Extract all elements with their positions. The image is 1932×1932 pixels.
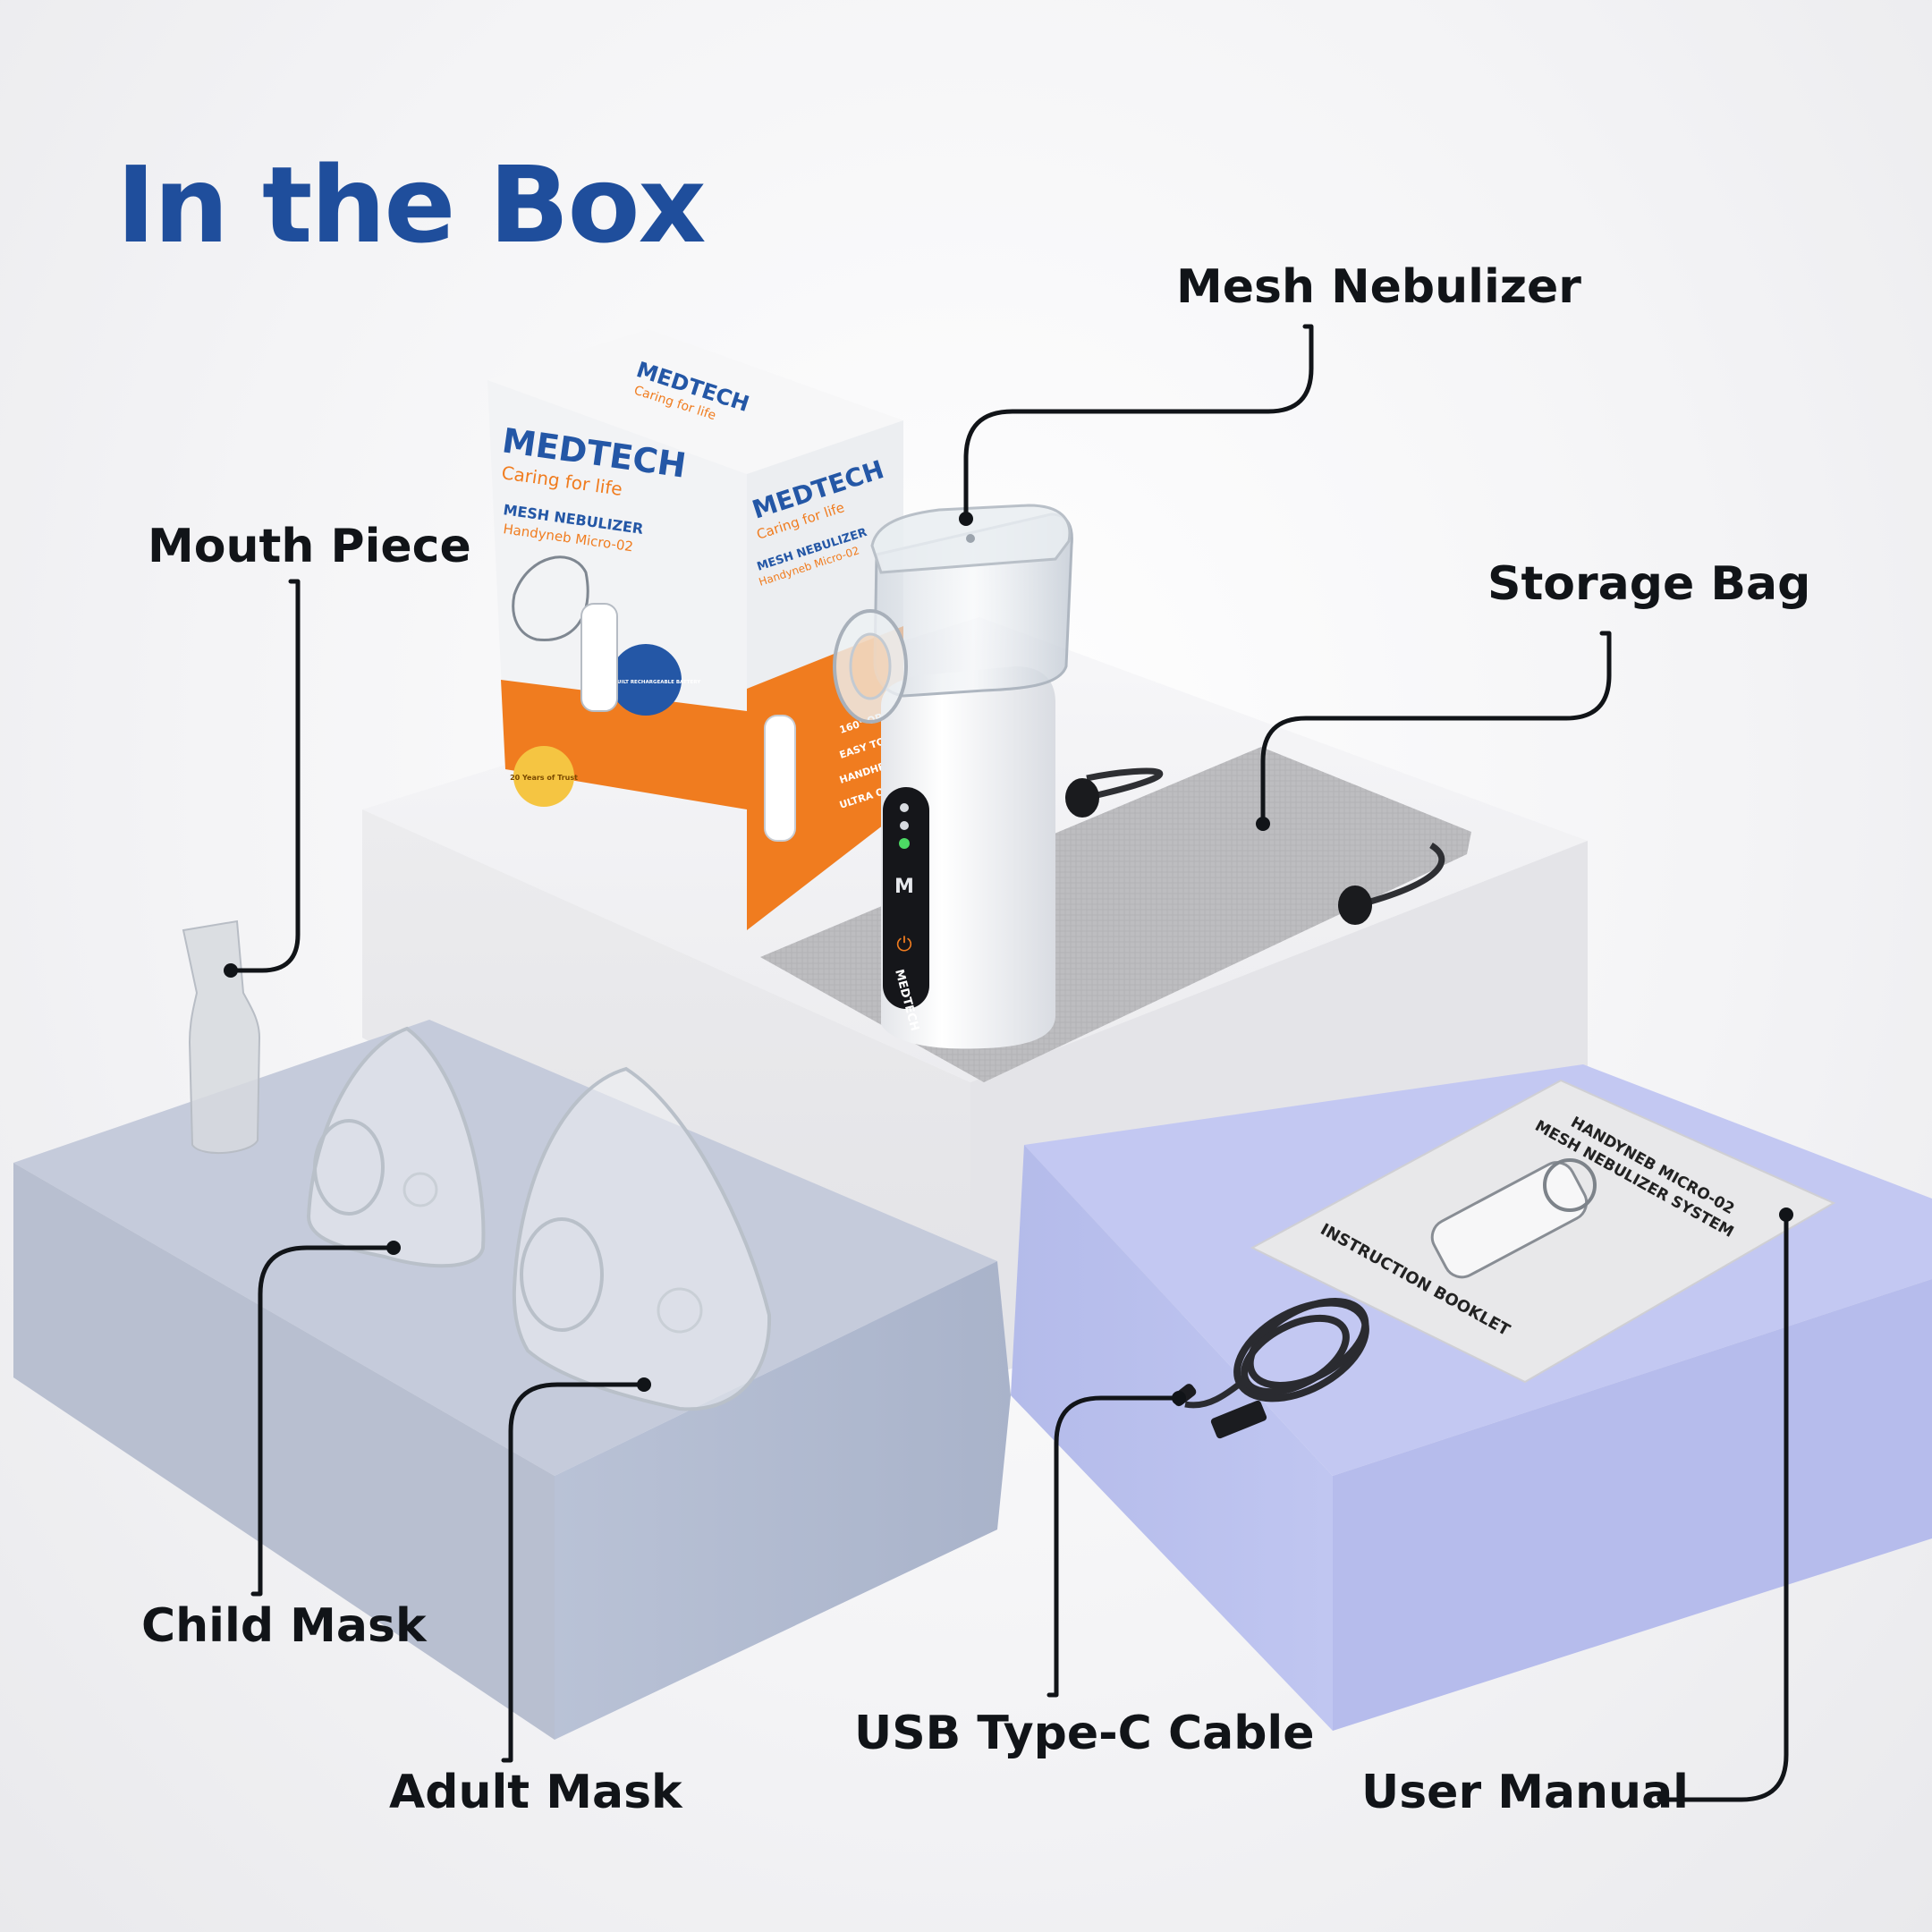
usb-cable-lead bbox=[1184, 1375, 1250, 1409]
nebulizer-led-3 bbox=[899, 838, 910, 849]
mouth-piece-body bbox=[182, 919, 261, 1155]
storage-bag-drawstring-2 bbox=[1363, 843, 1445, 907]
child-mask-shell bbox=[306, 1026, 486, 1268]
callout-dot-mesh-nebulizer bbox=[959, 512, 973, 526]
callout-mesh-nebulizer bbox=[963, 324, 1314, 521]
callout-storage-bag bbox=[1260, 631, 1612, 826]
nebulizer-power-icon: ⏻ bbox=[896, 934, 911, 956]
label-mesh-nebulizer: Mesh Nebulizer bbox=[1176, 260, 1581, 314]
label-adult-mask: Adult Mask bbox=[389, 1766, 682, 1819]
box-years-badge: 20 Years of Trust bbox=[510, 746, 578, 807]
adult-mask bbox=[512, 1066, 772, 1411]
nebulizer-led-1 bbox=[900, 803, 909, 812]
child-mask-port bbox=[313, 1119, 385, 1216]
label-mouth-piece: Mouth Piece bbox=[148, 520, 471, 573]
lavender-platform-side bbox=[1333, 1279, 1932, 1731]
mesh-nebulizer-device: M ⏻ MEDTECH bbox=[833, 504, 1073, 1049]
callout-lines bbox=[224, 324, 1793, 1802]
callout-dot-storage-bag bbox=[1256, 817, 1270, 831]
adult-mask-port bbox=[520, 1217, 604, 1332]
user-manual: HANDYNEB MICRO-02 MESH NEBULIZER SYSTEM … bbox=[1250, 1079, 1836, 1384]
manual-device-illustration bbox=[1430, 1161, 1589, 1279]
nebulizer-led-2 bbox=[900, 821, 909, 830]
callout-adult-mask bbox=[501, 1382, 647, 1763]
lavender-platform-front bbox=[1011, 1145, 1333, 1731]
blue-platform-side bbox=[555, 1261, 1011, 1740]
box-top bbox=[487, 329, 903, 474]
box-side-device-illustration bbox=[764, 715, 796, 842]
callout-dot-usb-cable bbox=[1172, 1391, 1186, 1405]
box-badge-text: WITH INBUILT RECHARGEABLE BATTERY bbox=[591, 680, 701, 685]
usb-type-c-cable bbox=[1172, 1298, 1369, 1439]
box-battery-badge: WITH INBUILT RECHARGEABLE BATTERY bbox=[591, 644, 701, 716]
blue-platform-front bbox=[13, 1163, 555, 1740]
storage-bag-toggle-1 bbox=[1065, 778, 1099, 818]
page-title: In the Box bbox=[116, 143, 707, 267]
nebulizer-mode-button: M bbox=[894, 876, 914, 898]
storage-bag-toggle-2 bbox=[1338, 886, 1372, 925]
usb-a-plug bbox=[1210, 1400, 1267, 1439]
callout-dot-child-mask bbox=[386, 1241, 401, 1255]
callout-dot-adult-mask bbox=[637, 1377, 651, 1392]
label-usb-type-c-cable: USB Type-C Cable bbox=[854, 1707, 1315, 1760]
child-mask bbox=[306, 1026, 486, 1268]
mouth-piece bbox=[182, 919, 261, 1155]
callout-dot-mouth-piece bbox=[224, 963, 238, 978]
callout-child-mask bbox=[250, 1245, 396, 1597]
label-storage-bag: Storage Bag bbox=[1487, 557, 1811, 611]
box-device-illustration bbox=[580, 603, 618, 712]
nebulizer-outlet-inner bbox=[849, 632, 892, 700]
label-child-mask: Child Mask bbox=[141, 1599, 427, 1653]
callout-mouth-piece bbox=[228, 579, 301, 973]
callout-user-manual bbox=[1657, 1212, 1789, 1802]
product-box: MEDTECH Caring for life MESH NEBULIZER H… bbox=[487, 329, 960, 930]
label-user-manual: User Manual bbox=[1361, 1766, 1689, 1819]
box-years-text: 20 Years of Trust bbox=[510, 774, 578, 782]
callout-dot-user-manual bbox=[1779, 1208, 1793, 1222]
storage-bag-drawstring bbox=[1072, 767, 1164, 804]
nebulizer-control-panel bbox=[883, 787, 929, 1009]
callout-usb-cable bbox=[1046, 1395, 1182, 1698]
nebulizer-cup-lid-hole bbox=[966, 534, 975, 543]
manual-illustration-ring bbox=[1543, 1158, 1597, 1212]
child-mask-valve bbox=[402, 1172, 438, 1208]
adult-mask-valve bbox=[657, 1287, 703, 1334]
